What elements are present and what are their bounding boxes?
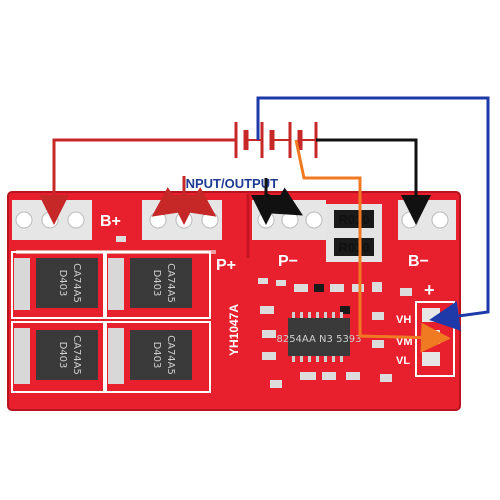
resistor-bottom: R010 xyxy=(326,234,382,262)
wire-red-input-output-right xyxy=(183,187,217,217)
wire-orange-vm xyxy=(294,139,451,353)
wire-black-p-minus-left xyxy=(260,193,268,209)
label-plus-sign: + xyxy=(424,280,435,300)
wire-black-battery-minus xyxy=(316,138,431,225)
mosfet-top-right-marking-1: D403 xyxy=(151,270,162,297)
mosfet-bottom-left-marking-1: D403 xyxy=(57,342,68,369)
mosfet-bottom-right-marking-1: D403 xyxy=(151,342,162,369)
wire-blue-vh xyxy=(256,96,490,331)
pad-strip-p-plus xyxy=(142,200,222,240)
resistor-bottom-label: R010 xyxy=(338,240,369,255)
label-model: YH1047A xyxy=(227,304,241,356)
battery-symbol xyxy=(234,122,318,158)
mosfet-top-right-marking-2: CA74A5 xyxy=(165,263,176,303)
mosfet-top-left: D403 CA74A5 xyxy=(11,251,105,319)
mosfet-bottom-right: D403 CA74A5 xyxy=(105,321,211,393)
label-b-minus: B− xyxy=(408,253,429,270)
resistor-top: R010 xyxy=(326,204,382,234)
mosfet-bottom-right-marking-2: CA74A5 xyxy=(165,335,176,375)
wire-black-p-minus-right xyxy=(265,187,303,216)
label-p-plus: P+ xyxy=(216,257,236,274)
mosfet-bottom-left-marking-2: CA74A5 xyxy=(71,335,82,375)
smd-components xyxy=(116,236,412,388)
label-vh: VH xyxy=(396,314,411,326)
label-vl: VL xyxy=(396,355,410,367)
mosfet-top-left-marking-2: CA74A5 xyxy=(71,263,82,303)
pad-strip-b-plus xyxy=(12,200,92,240)
wire-red-input-output-left xyxy=(151,187,185,217)
pad-strip-b-minus xyxy=(398,200,456,240)
label-vm: VM xyxy=(396,336,413,348)
resistor-top-label: R010 xyxy=(338,212,369,227)
label-input-output: INPUT/OUTPUT xyxy=(182,176,278,191)
ic-marking: 8254AA N3 5393 xyxy=(276,334,361,345)
label-b-plus: B+ xyxy=(100,213,121,230)
mosfet-bottom-left: D403 CA74A5 xyxy=(11,321,105,393)
mosfet-top-left-marking-1: D403 xyxy=(57,270,68,297)
mosfet-top-right: D403 CA74A5 xyxy=(105,251,211,319)
label-p-minus: P− xyxy=(278,253,298,270)
wire-red-battery-plus xyxy=(39,138,236,225)
protection-ic: 8254AA N3 5393 xyxy=(276,312,362,362)
